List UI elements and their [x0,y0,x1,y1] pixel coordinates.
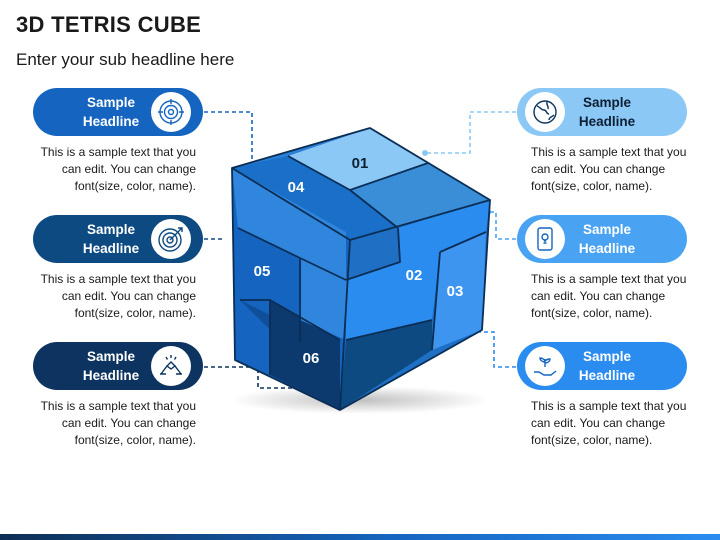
description-text-4: This is a sample text that you can edit.… [531,145,687,193]
headline-pill-1[interactable]: Sample Headline [33,88,203,136]
headline-label: Sample Headline [82,349,140,383]
page-subtitle: Enter your sub headline here [16,50,235,69]
page-title: 3D TETRIS CUBE [16,12,202,37]
headline-pill-3[interactable]: Sample Headline [33,342,203,390]
cube-label-01: 01 [352,155,369,172]
headline-pill-5[interactable]: Sample Headline [517,215,687,263]
description-text-1: This is a sample text that you can edit.… [40,145,196,193]
cube-label-03: 03 [447,283,464,300]
cube-piece-06-right [340,320,432,410]
headline-pill-2[interactable]: Sample Headline [33,215,203,263]
description-text-2: This is a sample text that you can edit.… [40,272,196,320]
headline-label: Sample Headline [82,95,140,129]
connector-lines [204,111,516,389]
headline-label: Sample Headline [82,222,140,256]
headline-label: Sample Headline [578,349,636,383]
headline-pill-4[interactable]: Sample Headline [517,88,687,136]
bullseye-arrow-icon [151,219,191,259]
headline-pill-6[interactable]: Sample Headline [517,342,687,390]
cube-piece-02-front-left [300,258,346,340]
description-text-6: This is a sample text that you can edit.… [531,399,687,447]
cube-piece-04-front [232,168,346,280]
target-circle-icon [151,92,191,132]
cube-label-05: 05 [254,263,271,280]
description-text-5: This is a sample text that you can edit.… [531,272,687,320]
globe-icon [525,92,565,132]
bottom-accent-bar [0,534,720,540]
headline-label: Sample Headline [578,95,636,129]
tablet-idea-icon [525,219,565,259]
cube-label-02: 02 [406,267,423,284]
cube-shadow [230,386,490,414]
cube-piece-02-front-right [346,200,490,340]
hand-plant-icon [525,346,565,386]
cube-piece-03-front [432,232,486,350]
cube-piece-04-top [232,156,398,240]
headline-label: Sample Headline [578,222,636,256]
handshake-icon [151,346,191,386]
cube-label-06: 06 [303,350,320,367]
cube-piece-06-front [270,300,340,410]
description-text-3: This is a sample text that you can edit.… [40,399,196,447]
cube-label-04: 04 [288,179,305,196]
